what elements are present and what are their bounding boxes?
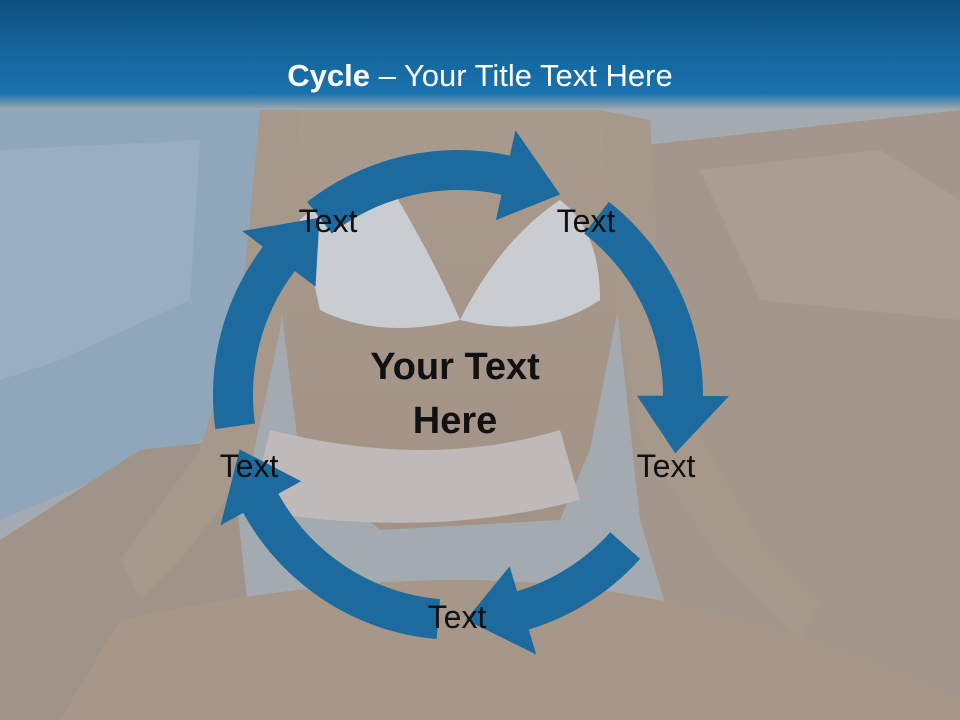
node-label-2[interactable]: Text bbox=[556, 203, 616, 239]
node-label-3[interactable]: Text bbox=[636, 448, 696, 484]
node-label-5[interactable]: Text bbox=[219, 448, 279, 484]
slide-title-rest: – Your Title Text Here bbox=[370, 58, 673, 93]
slide-title[interactable]: Cycle – Your Title Text Here bbox=[0, 54, 960, 98]
slide-title-bold: Cycle bbox=[287, 58, 370, 93]
cycle-arrow-1[interactable] bbox=[307, 130, 561, 234]
cycle-arrow-4[interactable] bbox=[220, 449, 441, 640]
title-bar bbox=[0, 0, 960, 110]
cycle-arrow-3[interactable] bbox=[465, 532, 641, 655]
cycle-arrow-2[interactable] bbox=[584, 201, 729, 454]
center-text[interactable]: Your Text Here bbox=[370, 346, 540, 442]
node-label-4[interactable]: Text bbox=[427, 599, 487, 635]
cycle-arrow-5[interactable] bbox=[213, 217, 320, 430]
node-label-1[interactable]: Text bbox=[298, 203, 358, 239]
